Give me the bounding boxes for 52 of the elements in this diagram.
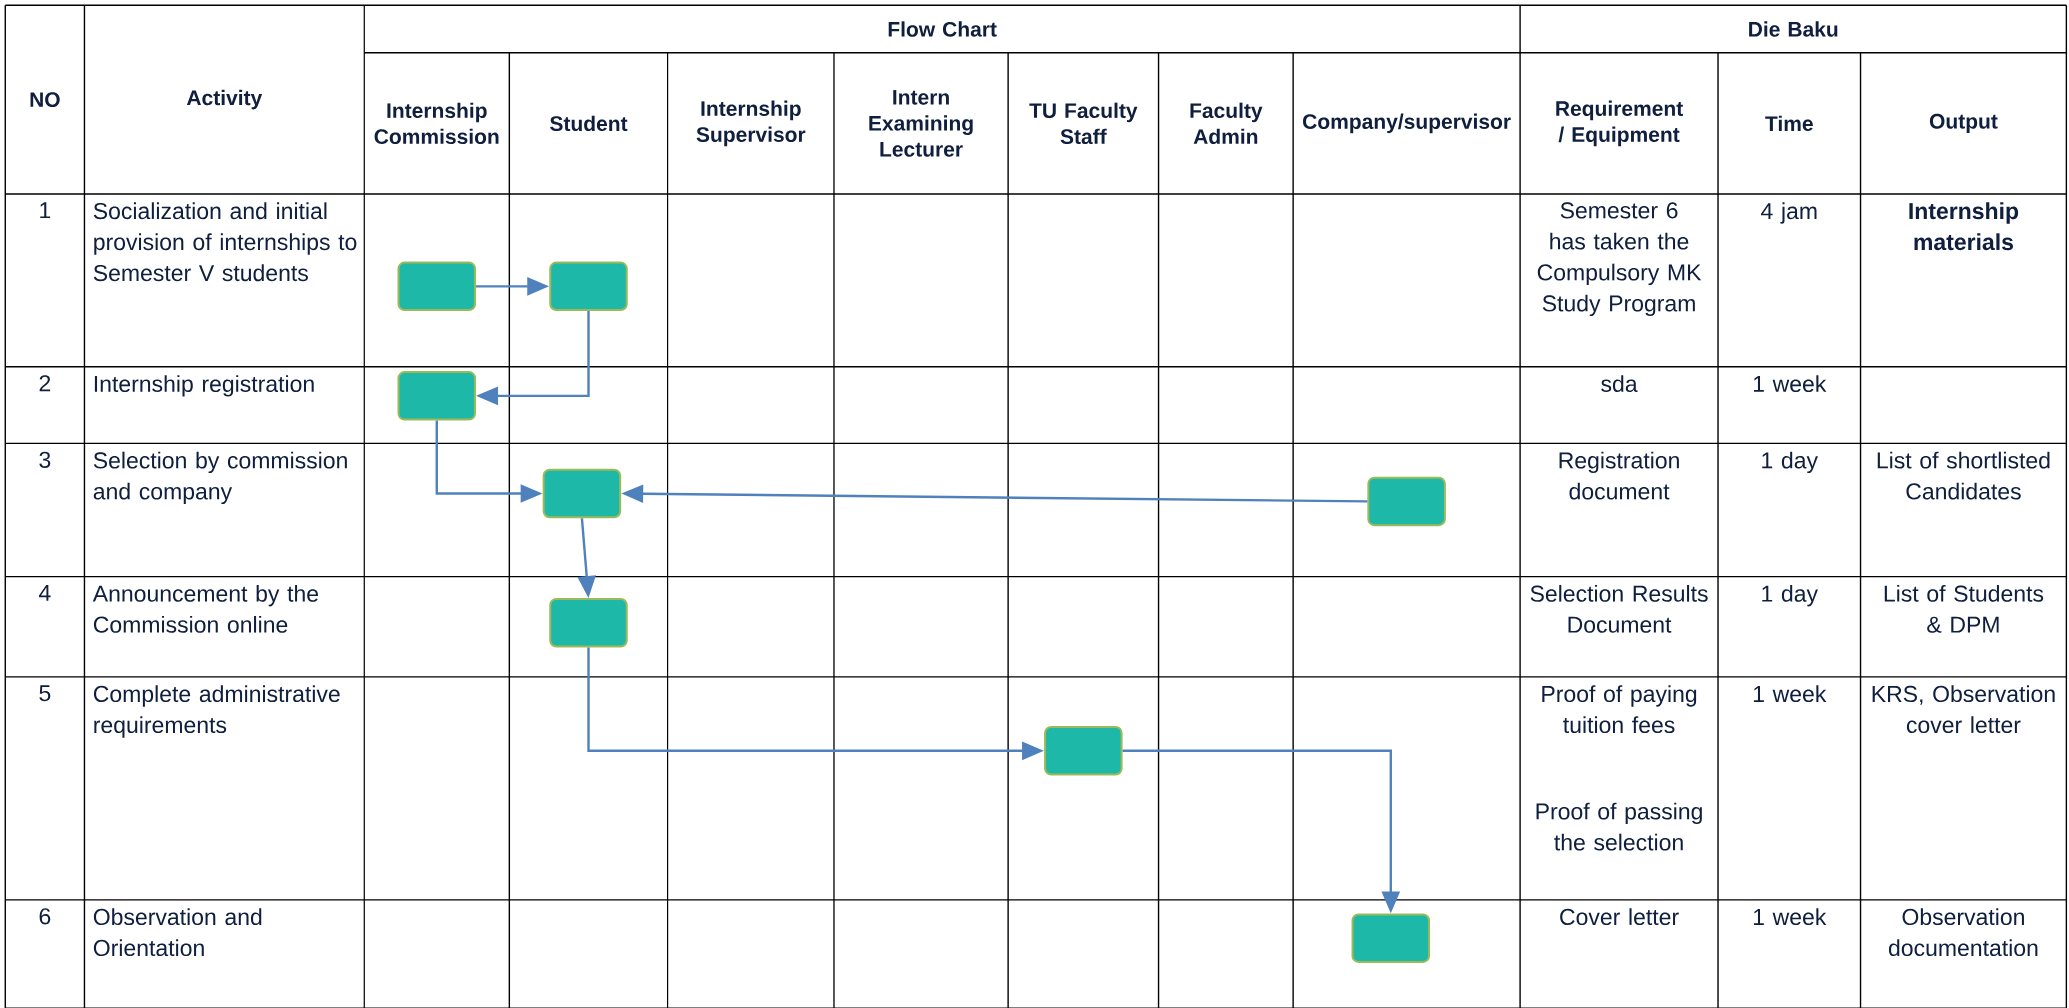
process-box <box>549 598 628 648</box>
column-header: Intern Examining Lecturer <box>869 90 973 157</box>
row-number: 2 <box>39 375 51 392</box>
cell-text: 1 week <box>1753 375 1827 392</box>
cell-text: 1 week <box>1753 908 1827 926</box>
row-number: 3 <box>39 451 51 468</box>
column-header: NO <box>30 92 60 107</box>
process-box <box>542 468 622 519</box>
cell-text: Internship registration <box>94 375 314 397</box>
process-box <box>397 371 477 421</box>
cell-text: 1 week <box>1753 685 1827 703</box>
cell-text: 1 day <box>1762 584 1818 607</box>
cell-text: 1 day <box>1762 451 1818 474</box>
cell-text: List of shortlisted Candidates <box>1877 451 2050 500</box>
process-box <box>549 261 628 312</box>
row-number: 1 <box>40 202 51 219</box>
process-box <box>397 261 477 312</box>
column-header: Internship Supervisor <box>696 100 806 147</box>
cell-text: Complete administrative requirements <box>93 685 340 738</box>
cell-text: Proof of passing the selection <box>1536 802 1702 851</box>
cell-text: Cover letter <box>1560 908 1679 926</box>
column-header: Student <box>550 115 628 132</box>
cell-text: Selection Results Document <box>1530 584 1708 633</box>
row-number: 4 <box>39 584 51 601</box>
cell-text: sda <box>1601 375 1638 392</box>
process-box <box>1044 726 1123 776</box>
cell-text: Selection by commission and company <box>93 451 347 505</box>
cell-text: Observation and Orientation <box>93 908 262 957</box>
cell-text: Socialization and initial provision of internships to Semester V students <box>93 202 357 282</box>
cell-text: Registration document <box>1559 451 1679 500</box>
process-box <box>1367 476 1446 527</box>
cell-text: 4 jam <box>1761 202 1817 224</box>
column-header: Time <box>1765 115 1813 132</box>
column-header: Output <box>1929 113 1998 133</box>
column-header: Die Baku <box>1749 21 1838 37</box>
row-number: 6 <box>39 908 51 925</box>
column-header: Internship Commission <box>374 102 499 145</box>
process-box <box>1351 913 1431 963</box>
cell-text: Internship materials <box>1909 202 2019 251</box>
column-header: Company/supervisor <box>1303 113 1511 134</box>
cell-text: Proof of paying tuition fees <box>1542 685 1697 734</box>
column-header: Activity <box>186 89 263 110</box>
cell-text: Announcement by the Commission online <box>92 584 318 633</box>
column-header: TU Faculty Staff <box>1029 102 1138 145</box>
column-header: Requirement / Equipment <box>1556 100 1683 147</box>
cell-text: KRS, Observation cover letter <box>1872 685 2055 734</box>
cell-text: Semester 6 has taken the Compulsory MK Study Program <box>1537 202 1702 317</box>
column-header: Faculty Admin <box>1190 102 1263 145</box>
column-header: Flow Chart <box>888 21 997 37</box>
cell-text: Observation documentation <box>1889 908 2038 957</box>
row-number: 5 <box>39 685 51 702</box>
cell-text: List of Students & DPM <box>1884 584 2044 633</box>
